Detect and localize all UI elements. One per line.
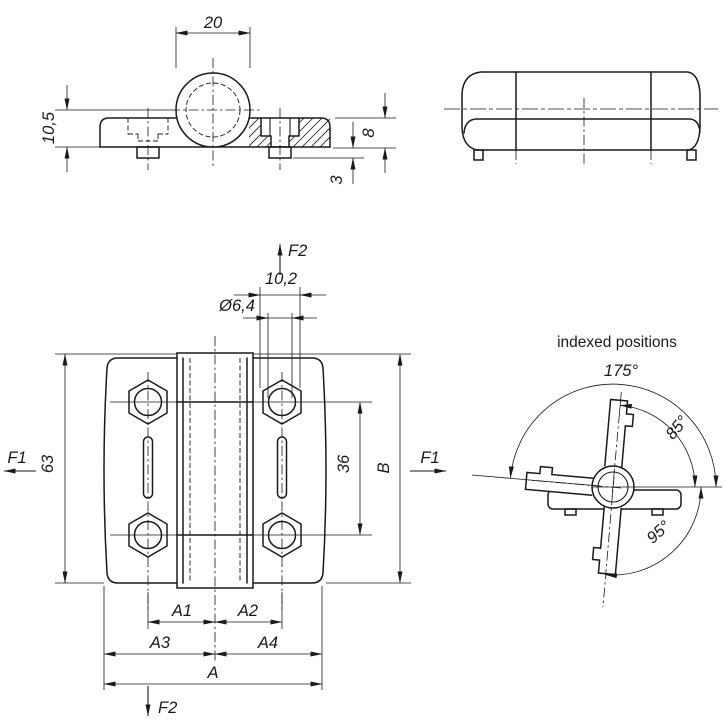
angle-175-label: 175° <box>604 362 639 380</box>
dim-A: A <box>103 664 323 687</box>
dim-36-label: 36 <box>335 454 353 473</box>
hex-nuts <box>128 379 302 558</box>
dim-A4-label: A4 <box>257 634 278 652</box>
angle-95-label: 95° <box>643 517 674 547</box>
dim-10-5: 10,5 <box>40 85 170 172</box>
dim-hole-dia-label: Ø6,4 <box>218 297 255 315</box>
dim-A3-label: A3 <box>149 634 171 652</box>
axis-up-extension <box>618 391 622 416</box>
dim-10-2: 10,2 <box>234 270 326 388</box>
hex-nut <box>128 512 168 558</box>
dim-hole-dia: Ø6,4 <box>218 297 317 398</box>
dim-10-2-label: 10,2 <box>265 270 297 288</box>
dim-63-label: 63 <box>39 454 57 473</box>
side-left-foot <box>473 149 484 161</box>
dim-8-label: 8 <box>360 128 378 138</box>
slot-left <box>142 436 154 499</box>
front-view: 63 B 36 10,2 Ø6,4 <box>3 242 447 717</box>
indexed-foot-right <box>651 508 664 516</box>
dim-8: 8 <box>333 93 396 173</box>
side-view <box>444 71 718 164</box>
slot-right <box>276 436 288 499</box>
dim-A2-label: A2 <box>237 602 258 620</box>
dim-A3-A4: A3 A4 <box>103 586 323 690</box>
force-f1-left-label: F1 <box>7 449 26 467</box>
force-f2-up-label: F2 <box>288 242 307 260</box>
dim-20: 20 <box>175 14 251 68</box>
right-leaf-outline <box>248 117 331 148</box>
hidden-screw-left <box>127 118 169 142</box>
left-leaf-outline <box>99 117 178 148</box>
dim-A1-A2: A1 A2 <box>147 592 283 629</box>
indexed-positions-view: indexed positions 175° 85° 95° <box>471 334 722 608</box>
dim-20-label: 20 <box>203 14 223 32</box>
arc-175deg <box>508 383 719 488</box>
hex-nut <box>262 512 302 558</box>
force-f2-down-label: F2 <box>158 699 177 717</box>
indexed-foot-left <box>564 508 577 516</box>
dim-3-label: 3 <box>328 175 346 185</box>
dim-B: B <box>253 353 411 584</box>
front-left-leaf-outline <box>103 357 178 584</box>
side-body-outline <box>461 71 701 151</box>
dim-A1-label: A1 <box>171 602 192 620</box>
side-right-foot <box>686 149 697 161</box>
dim-3: 3 <box>293 122 364 185</box>
screw-right <box>260 117 300 148</box>
front-right-leaf-outline <box>252 357 327 584</box>
front-barrel-outline <box>176 352 254 589</box>
dim-63: 63 <box>39 353 177 584</box>
dim-36: 36 <box>335 401 363 536</box>
force-arrows: F2 F2 F1 F1 <box>3 242 447 717</box>
dim-A-label: A <box>206 664 218 682</box>
dim-10-5-label: 10,5 <box>40 111 58 144</box>
dim-B-label: B <box>375 462 393 473</box>
side-leaf-edge <box>463 118 701 134</box>
indexed-positions-title: indexed positions <box>557 334 677 351</box>
hex-nut <box>262 379 302 425</box>
arc-85deg <box>619 403 698 488</box>
section-view: 20 10,5 8 3 <box>40 14 396 185</box>
force-f1-right-label: F1 <box>420 449 439 467</box>
screw-right-flats <box>269 118 291 136</box>
arc-95deg <box>604 486 704 579</box>
hex-nut <box>128 379 168 425</box>
